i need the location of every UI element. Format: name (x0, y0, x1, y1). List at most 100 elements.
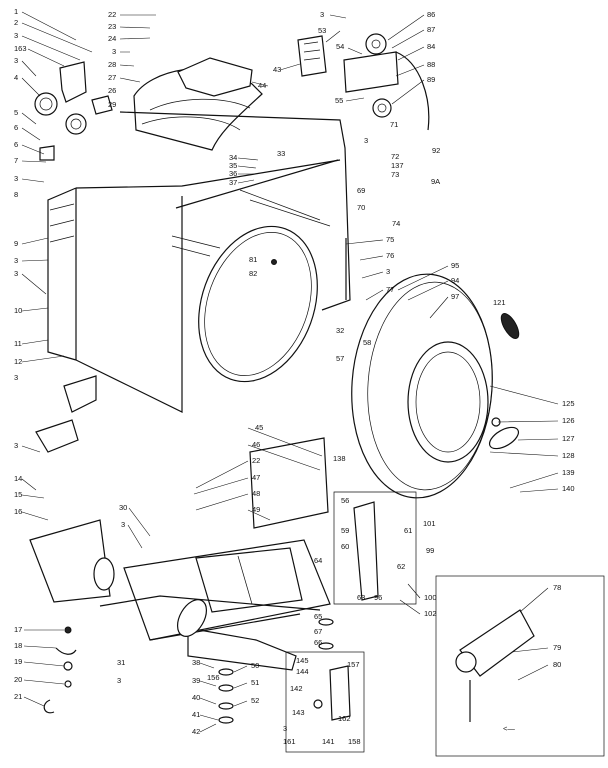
callout-label: 38 (192, 658, 200, 667)
callout-label: 3 (112, 47, 116, 56)
callout-label: 3 (14, 31, 18, 40)
callout-label: 9A (431, 177, 440, 186)
callout-label: 140 (562, 484, 575, 493)
callout-label: 3 (14, 174, 18, 183)
callout-label: 3 (364, 136, 368, 145)
callout-label: 43 (273, 65, 281, 74)
callout-label: 35 (229, 161, 237, 170)
callout-label: 59 (341, 526, 349, 535)
callout-label: 70 (357, 203, 365, 212)
callout-label: 65 (314, 612, 322, 621)
callout-label: 32 (336, 326, 344, 335)
top-panel (133, 57, 263, 151)
callout-label: 79 (553, 643, 561, 652)
callout-label: 3 (14, 441, 18, 450)
callout-label: 71 (390, 120, 398, 129)
callout-label: 54 (336, 42, 344, 51)
callout-label: 162 (338, 714, 351, 723)
callout-label: 31 (117, 658, 125, 667)
callout-label: 87 (427, 25, 435, 34)
callout-label: 44 (258, 81, 266, 90)
base-frame (29, 437, 331, 671)
callout-label: 53 (318, 26, 326, 35)
callout-label: 102 (424, 609, 437, 618)
callout-label: 99 (426, 546, 434, 555)
callout-label: 3 (283, 724, 287, 733)
svg-text:<—: <— (503, 724, 515, 733)
callout-label: 21 (14, 692, 22, 701)
callout-label: 84 (427, 42, 435, 51)
callout-label: 5 (14, 108, 18, 117)
callout-label: 61 (404, 526, 412, 535)
callout-label: 75 (386, 235, 394, 244)
callout-label: 50 (251, 661, 259, 670)
callout-label: 39 (192, 676, 200, 685)
callout-label: 8 (14, 190, 18, 199)
leveling-feet (218, 618, 334, 724)
callout-label: 4 (14, 73, 18, 82)
callout-label: 125 (562, 399, 575, 408)
callout-label: 28 (108, 60, 116, 69)
callout-label: 66 (314, 638, 322, 647)
callout-label: 6 (14, 123, 18, 132)
leader-lines (21, 11, 559, 733)
callout-label: 6 (14, 140, 18, 149)
callout-label: 145 (296, 656, 309, 665)
callout-label: 128 (562, 451, 575, 460)
callout-label: 55 (335, 96, 343, 105)
callout-label: 49 (252, 505, 260, 514)
callout-label: 64 (314, 556, 322, 565)
switch-inset (285, 651, 365, 753)
callout-label: 58 (363, 338, 371, 347)
callout-label: 33 (277, 149, 285, 158)
callout-label: 138 (333, 454, 346, 463)
inset-78-80: <— (435, 575, 605, 757)
drum-bulkhead (198, 225, 318, 383)
callout-label: 12 (14, 357, 22, 366)
callout-label: 101 (423, 519, 436, 528)
small-hardware (43, 626, 77, 714)
callout-label: 121 (493, 298, 506, 307)
callout-label: 77 (386, 285, 394, 294)
callout-label: 14 (14, 474, 22, 483)
callout-label: 69 (357, 186, 365, 195)
callout-label: 46 (252, 440, 260, 449)
callout-label: 3 (14, 373, 18, 382)
callout-label: 48 (252, 489, 260, 498)
callout-label: 96 (374, 593, 382, 602)
callout-label: 78 (553, 583, 561, 592)
callout-label: 51 (251, 678, 259, 687)
callout-label: 74 (392, 219, 400, 228)
cabinet-frame (47, 111, 351, 413)
callout-label: 80 (553, 660, 561, 669)
callout-label: 86 (427, 10, 435, 19)
callout-label: 22 (252, 456, 260, 465)
callout-label: 10 (14, 306, 22, 315)
callout-label: 27 (108, 73, 116, 82)
callout-label: 9 (14, 239, 18, 248)
callout-label: 23 (108, 22, 116, 31)
callout-label: 143 (292, 708, 305, 717)
callout-label: 36 (229, 169, 237, 178)
callout-label: 26 (108, 86, 116, 95)
drum-front (351, 273, 520, 499)
callout-label: 141 (322, 737, 335, 746)
callout-label: 41 (192, 710, 200, 719)
callout-label: 81 (249, 255, 257, 264)
callout-label: 11 (14, 339, 22, 348)
callout-label: 24 (108, 34, 116, 43)
callout-label: 3 (386, 267, 390, 276)
callout-label: 45 (255, 423, 263, 432)
callout-label: 92 (432, 146, 440, 155)
callout-label: 47 (252, 473, 260, 482)
callout-label: 18 (14, 641, 22, 650)
callout-label: 16 (14, 507, 22, 516)
callout-label: 19 (14, 657, 22, 666)
callout-label: 62 (397, 562, 405, 571)
left-duct-parts (34, 61, 113, 453)
callout-label: 34 (229, 153, 237, 162)
callout-label: 89 (427, 75, 435, 84)
callout-label: 63 (357, 593, 365, 602)
callout-label: 52 (251, 696, 259, 705)
